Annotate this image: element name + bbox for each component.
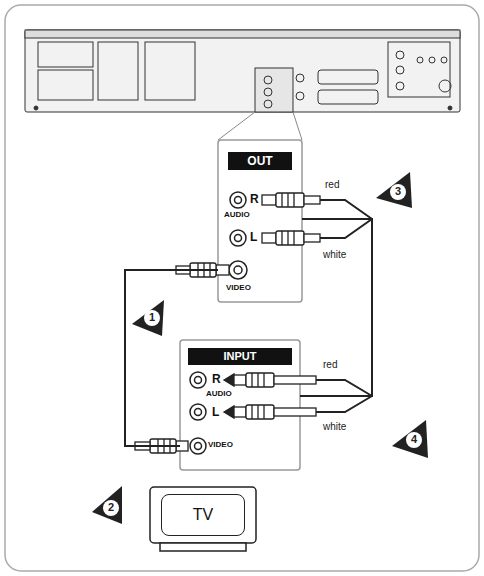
vcr-rear-panel [25, 30, 460, 112]
jack-label: L [250, 231, 257, 243]
callout-number: 4 [407, 434, 421, 445]
out-panel-ground [218, 140, 302, 302]
jack-label: R [212, 373, 221, 385]
audio-cable [300, 219, 372, 396]
callout-number: 3 [391, 186, 405, 197]
frame [5, 5, 479, 571]
tv-input-panel: INPUT R AUDIO L VIDEO [180, 340, 300, 470]
panel-heading: OUT [228, 152, 292, 170]
tv-set [150, 487, 256, 551]
jacks [190, 192, 247, 454]
tv-screen: TV [161, 494, 245, 536]
jack-label: VIDEO [208, 441, 233, 449]
input-panel-ground [180, 340, 300, 470]
panel-heading: INPUT [188, 348, 292, 365]
tv-label: TV [193, 507, 213, 523]
wire-color-label: red [322, 360, 338, 370]
audio-leads [316, 200, 372, 412]
jack-group-label: AUDIO [224, 211, 250, 219]
jack-label: L [212, 406, 219, 418]
output-jack-panel: OUT RAUDIO L VIDEO [218, 140, 302, 302]
wire-color-label: white [322, 422, 347, 432]
jack-label: VIDEO [226, 284, 251, 292]
jack-group-label: AUDIO [206, 390, 232, 398]
zoom-lines [218, 112, 302, 140]
rca-plugs [135, 193, 320, 453]
wire-color-label: red [324, 180, 340, 190]
jack-label: R [250, 193, 259, 205]
wire-color-label: white [322, 250, 347, 260]
callout-number: 1 [145, 312, 159, 323]
callout-number: 2 [104, 502, 118, 513]
callout-markers [92, 172, 428, 524]
